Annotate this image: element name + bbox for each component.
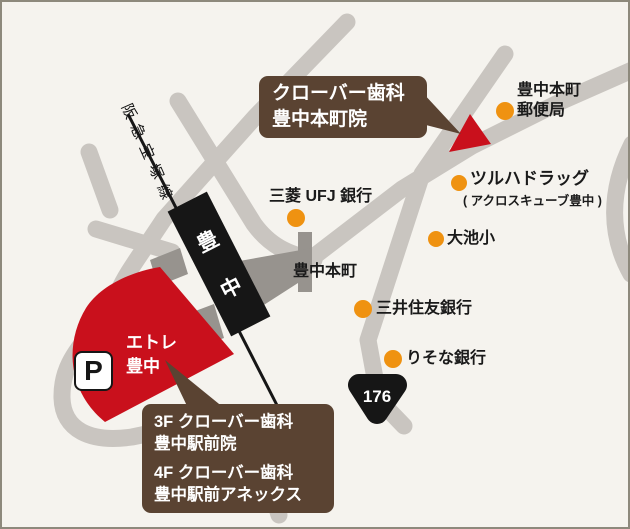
etre-label-line1: エトレ	[126, 333, 177, 352]
poi-label-post-office-line1: 豊中本町	[517, 82, 582, 99]
etre-label-line2: 豊中	[126, 357, 160, 376]
callout-honmachi-line1: クローバー歯科	[272, 83, 405, 104]
poi-label-toyonaka-honmachi: 豊中本町	[293, 263, 358, 280]
parking-icon: P	[74, 351, 113, 391]
poi-label-post-office-line2: 郵便局	[517, 102, 566, 119]
callout-honmachi-clinic: クローバー歯科 豊中本町院	[259, 76, 427, 138]
poi-dot-oike	[428, 231, 444, 247]
poi-dot-mitsubishi-ufj	[287, 209, 305, 227]
poi-dot-resona	[384, 350, 402, 368]
route-176-badge	[348, 374, 407, 424]
callout-ekimae-tail	[165, 360, 224, 408]
poi-label-mitsubishi-ufj: 三菱 UFJ 銀行	[269, 188, 373, 205]
road-west-stub	[80, 143, 119, 219]
etre-building-label: エトレ 豊中	[126, 331, 177, 379]
callout-ekimae-line1: 3F クローバー歯科	[154, 413, 294, 431]
poi-dot-tsuruha	[451, 175, 467, 191]
poi-label-tsuruha-sub: ( アクロスキューブ豊中 )	[463, 194, 602, 208]
callout-ekimae-line3: 4F クローバー歯科	[154, 464, 294, 482]
poi-label-mitsui-sumitomo: 三井住友銀行	[376, 300, 473, 317]
poi-label-post-office: 豊中本町 郵便局	[517, 81, 581, 121]
route-176-number: 176	[362, 387, 392, 406]
callout-honmachi-tail	[422, 92, 461, 134]
poi-dot-mitsui-sumitomo	[354, 300, 372, 318]
road-east-edge	[606, 136, 628, 282]
poi-dot-post-office	[496, 102, 514, 120]
station-name-char1: 豊	[193, 227, 223, 258]
poi-label-oike-elementary: 大池小	[447, 230, 496, 247]
clinic-location-triangle	[449, 114, 491, 152]
poi-label-resona: りそな銀行	[406, 350, 487, 367]
parking-icon-letter: P	[84, 355, 103, 386]
callout-ekimae-line2: 豊中駅前院	[154, 435, 237, 453]
poi-label-tsuruha: ツルハドラッグ	[470, 169, 589, 188]
road-northwest-cross	[87, 220, 181, 261]
station-name-char2: 中	[216, 273, 247, 304]
station-marker	[167, 191, 271, 337]
callout-honmachi-line2: 豊中本町院	[272, 109, 368, 130]
callout-ekimae-line4: 豊中駅前アネックス	[154, 486, 303, 504]
callout-ekimae-clinic: 3F クローバー歯科 豊中駅前院 4F クローバー歯科 豊中駅前アネックス	[142, 404, 334, 513]
